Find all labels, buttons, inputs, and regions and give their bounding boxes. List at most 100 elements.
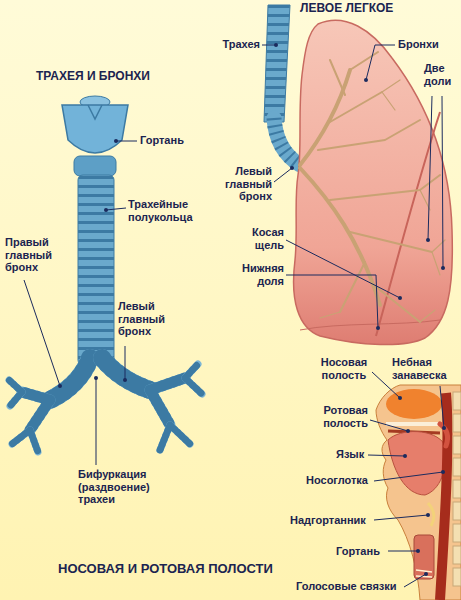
leader-dots-part [58,384,62,388]
trachea-figure-part-part [50,358,90,400]
part-label: Бронхи [398,38,439,51]
head-section-part [453,392,461,586]
head-section-part [388,432,446,495]
head-section-part [414,535,434,579]
leader-lines-part [368,455,405,456]
leader-dots-part [403,454,407,458]
part-label: Трахейные полукольца [128,198,208,223]
leader-dots-part [274,43,278,47]
part-label: Бифуркация (раздвоение) трахеи [78,468,158,506]
head-section-part [386,389,442,419]
leader-lines-part [286,240,400,298]
head-section-part [386,422,440,426]
leader-dots-part [442,426,446,430]
part-label: Небная занавеска [392,356,458,381]
leader-lines-part [374,472,443,481]
head-section-part [416,570,432,577]
trachea-figure-part-part [22,378,185,430]
part-label: Носоглотка [306,474,368,487]
head-section-part [376,385,461,600]
leader-dots-part [398,396,402,400]
leader-dots-part [114,139,118,143]
leader-lines-part [96,378,97,465]
leader-dots-part [441,470,445,474]
part-label: Нижняя доля [232,262,284,287]
trachea-figure-part-part [9,364,202,452]
figure-heading: ТРАХЕЯ И БРОНХИ [36,70,150,84]
head-section-part-part [453,458,461,476]
leader-dots-part [441,266,445,270]
figure-heading: ЛЕВОЕ ЛЕГКОЕ [300,2,393,16]
lung-figure-part [274,118,300,165]
trachea-figure-part-part [102,358,150,390]
head-section-part-part [453,414,461,432]
head-section-part [440,424,448,446]
leader-lines [24,45,444,587]
leader-dots-part [406,429,410,433]
head-section-part-part [453,436,461,454]
leader-lines-part [404,574,426,587]
lung-figure-part-part [320,80,445,322]
part-label: Левый главный бронх [218,165,272,203]
lung-figure-part [264,5,290,122]
trachea-figure-part-part [102,358,150,390]
head-section-part-part [453,524,461,542]
trachea-figure-part [9,358,202,452]
leader-lines-part [106,208,126,210]
leader-lines-part [24,280,60,386]
leader-dots-part [123,378,127,382]
leader-lines-part [370,420,408,431]
part-label: Косая щель [234,226,284,251]
head-section-part-part [453,568,461,586]
head-section [376,385,461,600]
part-label: Правый главный бронх [5,236,57,274]
part-label: Носовая полость [316,356,372,381]
lung-figure-part [300,52,445,322]
leader-lines-part [125,346,126,380]
trachea-figure-part-part [9,364,202,452]
trachea-figure-part-part [50,358,90,400]
trachea-figure-part [74,156,116,176]
lung-figure-part-part [300,70,350,165]
figure-heading: НОСОВАЯ И РОТОВАЯ ПОЛОСТИ [58,562,273,577]
lung-figure-part [274,118,300,165]
part-label: Язык [336,448,364,461]
leader-dots-part [94,376,98,380]
part-label: Две доли [424,62,458,87]
part-label: Левый главный бронх [118,300,172,338]
lung-figure [264,5,452,345]
leader-lines-part [388,551,418,552]
leader-lines-part [116,141,137,142]
leader-dots-part [424,572,428,576]
head-section-part-part [453,480,461,498]
leader-dots [58,43,446,576]
trachea-figure-part-part [22,378,185,430]
leader-lines-part [440,386,444,428]
leader-dots-part [426,238,430,242]
leader-dots-part [290,166,294,170]
trachea-figure-part [78,175,114,365]
trachea-figure-part [88,105,102,119]
head-section-part-part [453,546,461,564]
trachea-figure-part [62,105,128,153]
leader-lines-part [286,275,378,328]
lung-figure-part-part [318,52,440,322]
leader-dots-part [398,296,402,300]
leader-dots-part [416,549,420,553]
leader-lines-part [374,515,428,520]
leader-lines-part [262,45,276,46]
leader-dots-part [104,208,108,212]
leader-dots-part [376,326,380,330]
leader-dots-part [364,78,368,82]
head-section-part-part [453,502,461,520]
part-label: Ротовая полость [312,404,368,429]
leader-lines-part [366,45,395,80]
leader-dots-part [426,513,430,517]
part-label: Трахея [205,38,260,51]
part-label: Гортань [336,545,380,558]
part-label: Гортань [140,134,184,147]
leader-lines-part [274,168,292,182]
head-section-part-part [453,392,461,410]
